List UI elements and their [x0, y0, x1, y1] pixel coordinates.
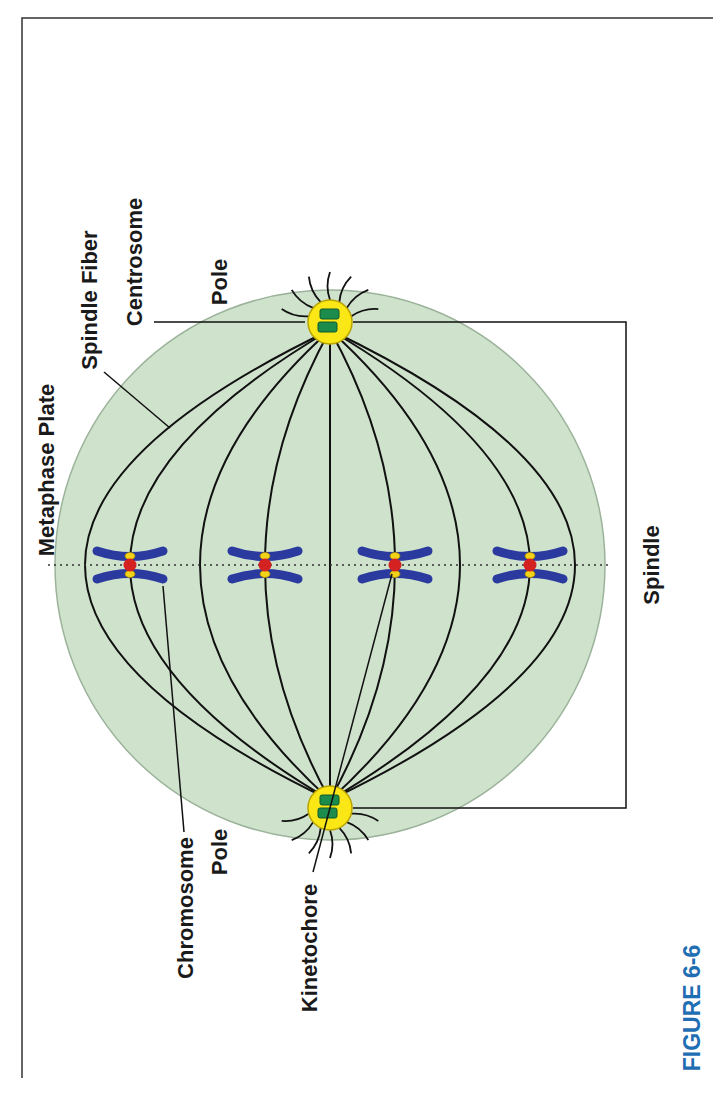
- leader-line: [154, 321, 305, 323]
- astral-ray: [351, 309, 378, 316]
- chromosome: [232, 551, 298, 579]
- astral-ray: [328, 272, 331, 300]
- chromosome-label: Chromosome: [175, 837, 197, 979]
- pole-label: Pole: [209, 829, 231, 875]
- fiber-label: Spindle Fiber: [79, 230, 101, 369]
- spindle-label: Spindle: [641, 525, 663, 604]
- astral-ray: [339, 828, 351, 853]
- kinetochore: [260, 553, 270, 560]
- chromosome: [497, 551, 563, 579]
- leader-line: [163, 586, 184, 832]
- astral-ray: [330, 830, 333, 858]
- leader-line: [313, 574, 392, 872]
- plate-label: Metaphase Plate: [36, 384, 58, 556]
- kinetochore: [260, 571, 270, 578]
- kinetochore-label: Kinetochore: [299, 884, 321, 1012]
- kinetochore: [525, 553, 535, 560]
- astral-ray: [309, 277, 321, 302]
- spindle-bracket: [353, 322, 626, 808]
- kinetochore: [525, 571, 535, 578]
- centromere: [124, 559, 137, 572]
- pole-label: Pole: [209, 259, 231, 305]
- chromosome: [97, 551, 163, 579]
- spindle-fiber: [265, 330, 330, 800]
- astral-ray: [347, 822, 368, 840]
- kinetochore: [125, 571, 135, 578]
- astral-ray: [292, 290, 313, 308]
- kinetochore: [390, 553, 400, 560]
- astral-ray: [282, 309, 309, 316]
- spindle-fiber: [200, 330, 330, 800]
- leader-line: [104, 372, 170, 428]
- astral-ray: [339, 277, 351, 302]
- astral-ray: [292, 822, 313, 840]
- centrosome: [308, 300, 352, 344]
- centrosome-label: Centrosome: [124, 198, 146, 326]
- chromosomes: [97, 551, 563, 579]
- centromere: [259, 559, 272, 572]
- centromere: [389, 559, 402, 572]
- figure-frame: [22, 18, 713, 1078]
- kinetochore: [125, 553, 135, 560]
- astral-ray: [282, 814, 309, 821]
- figure-caption: FIGURE 6-6: [681, 945, 704, 1072]
- chromosome: [362, 551, 428, 579]
- astral-ray: [351, 814, 378, 821]
- centromere: [524, 559, 537, 572]
- leader-lines: [104, 322, 392, 872]
- astral-ray: [347, 290, 368, 308]
